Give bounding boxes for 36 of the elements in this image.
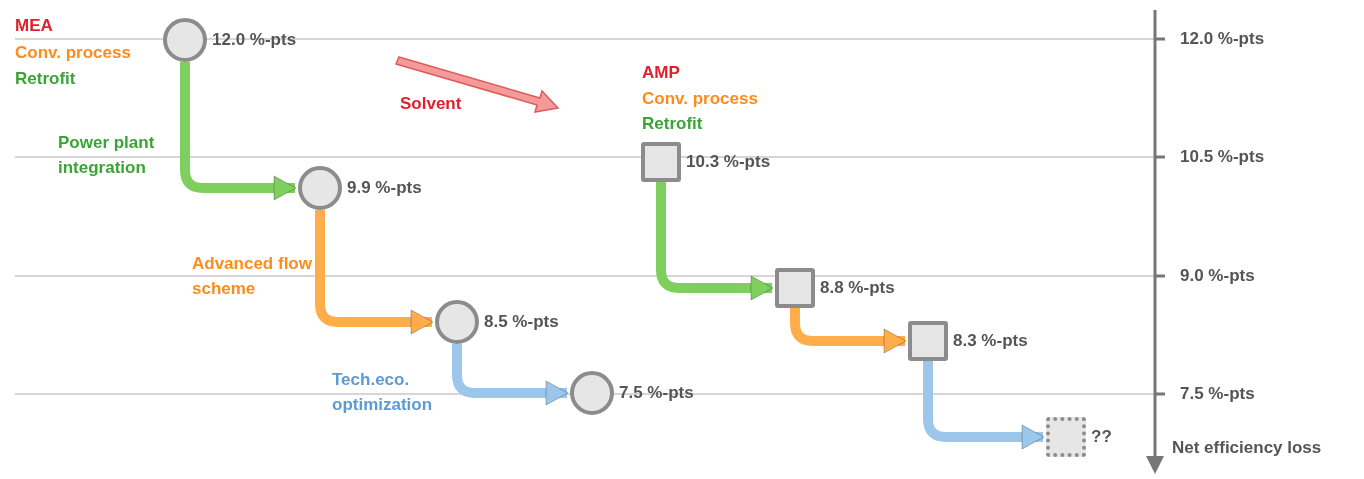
axis-tick-label: 7.5 %-pts — [1180, 384, 1255, 404]
axis-tick-label: 9.0 %-pts — [1180, 266, 1255, 286]
text-label: Retrofit — [15, 69, 76, 89]
text-label: Conv. process — [642, 89, 758, 109]
square-marker — [908, 321, 948, 361]
square-marker — [641, 142, 681, 182]
arrow — [923, 361, 1045, 450]
text-label: AMP — [642, 63, 680, 83]
arrow — [452, 344, 569, 406]
edge-label: Power plant integration — [58, 132, 156, 179]
circle-marker — [163, 18, 207, 62]
text-label: MEA — [15, 16, 53, 36]
text-label: Solvent — [400, 94, 462, 114]
text-label: Conv. process — [15, 43, 131, 63]
value-label: 10.3 %-pts — [686, 152, 771, 172]
square-marker — [775, 268, 815, 308]
value-label: 8.3 %-pts — [953, 331, 1028, 351]
arrow — [656, 182, 774, 301]
edge-label: Tech.eco. optimization — [332, 369, 434, 416]
value-label: 8.8 %-pts — [820, 278, 895, 298]
value-label: ?? — [1091, 427, 1112, 447]
axis-title: Net efficiency loss — [1172, 438, 1322, 458]
value-label: 8.5 %-pts — [484, 312, 559, 332]
text-label: Retrofit — [642, 114, 703, 134]
value-label: 9.9 %-pts — [347, 178, 422, 198]
axis-tick-label: 12.0 %-pts — [1180, 29, 1265, 49]
circle-marker — [435, 300, 479, 344]
axis-tick-label: 10.5 %-pts — [1180, 147, 1265, 167]
dotted-square-marker — [1046, 417, 1086, 457]
circle-marker — [298, 166, 342, 210]
arrow — [315, 210, 434, 335]
arrow — [180, 62, 297, 201]
value-label: 7.5 %-pts — [619, 383, 694, 403]
circle-marker — [570, 371, 614, 415]
value-label: 12.0 %-pts — [212, 30, 297, 50]
edge-label: Advanced flow scheme — [192, 253, 313, 300]
